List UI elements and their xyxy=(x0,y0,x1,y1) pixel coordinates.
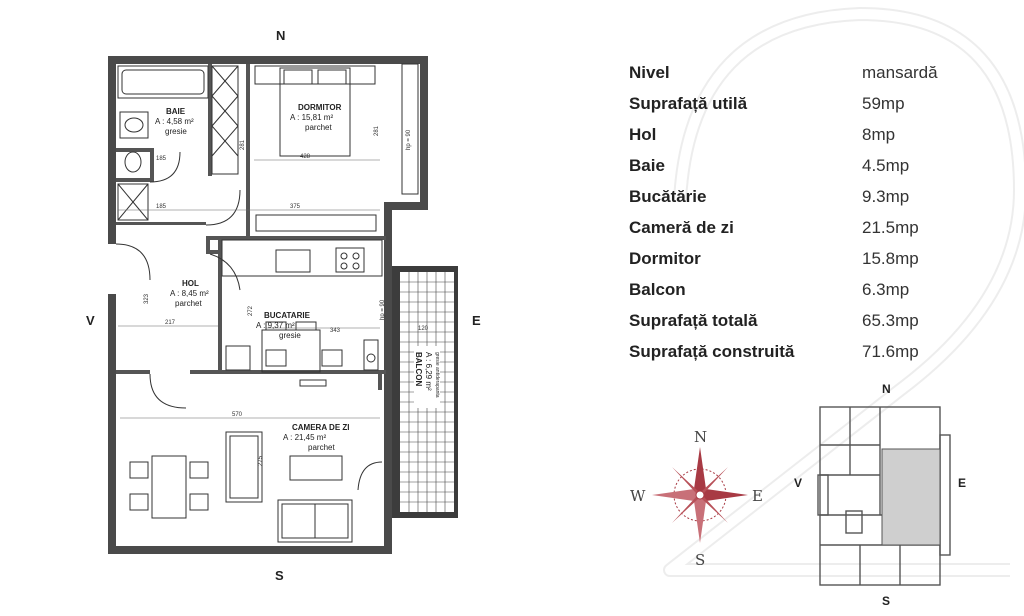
rose-south-label: S xyxy=(695,551,705,569)
spec-value: 6.3mp xyxy=(862,279,910,299)
spec-value: 71.6mp xyxy=(862,341,919,361)
camera-area: A : 21,45 m² xyxy=(283,433,326,442)
bed xyxy=(254,63,419,195)
spec-label: Suprafață construită xyxy=(629,341,795,361)
keyplan-east-label: E xyxy=(958,476,966,490)
interior-walls xyxy=(116,64,386,390)
spec-row-hol: Hol 8mp xyxy=(629,119,938,150)
dim-label: hp = 90 xyxy=(380,299,386,320)
hol-area: A : 8,45 m² xyxy=(170,289,209,298)
key-plan: N S E V xyxy=(794,382,966,608)
compass-rose-icon: N S E W xyxy=(630,428,763,569)
bucatarie-title: BUCATARIE xyxy=(264,311,311,320)
rose-north-label: N xyxy=(694,428,707,446)
dimension-lines xyxy=(118,159,380,419)
plan-north-label: N xyxy=(276,28,285,43)
keyplan-apartment-highlight xyxy=(881,448,941,546)
baie-floor: gresie xyxy=(165,127,187,136)
hol-title: HOL xyxy=(182,279,199,288)
spec-table: Nivel mansardă Suprafață utilă 59mp Hol … xyxy=(629,57,938,367)
dim-label: 120 xyxy=(418,326,429,332)
spec-label: Hol xyxy=(629,124,657,144)
keyplan-north-label: N xyxy=(882,382,891,396)
floor-plan: N S E V xyxy=(86,28,481,583)
spec-label: Balcon xyxy=(629,279,686,299)
camera-title: CAMERA DE ZI xyxy=(292,423,349,432)
hol-floor: parchet xyxy=(175,299,202,308)
plan-west-label: V xyxy=(86,313,95,328)
dim-label: 275 xyxy=(258,455,264,466)
baie-title: BAIE xyxy=(166,107,186,116)
kitchen-fixtures xyxy=(221,239,383,373)
spec-label: Baie xyxy=(629,155,665,175)
balcon-area: A : 6,29 m² xyxy=(424,352,433,391)
baie-area: A : 4,58 m² xyxy=(155,117,194,126)
living-furniture xyxy=(129,379,353,543)
dim-label: 185 xyxy=(156,204,167,210)
dormitor-area: A : 15,81 m² xyxy=(290,113,333,122)
balcony xyxy=(392,266,458,518)
plan-south-label: S xyxy=(275,568,284,583)
spec-label: Nivel xyxy=(629,62,670,82)
dormitor-title: DORMITOR xyxy=(298,103,342,112)
spec-label: Suprafață utilă xyxy=(629,93,748,113)
dim-label: 375 xyxy=(290,204,301,210)
spec-row-camera-de-zi: Cameră de zi 21.5mp xyxy=(629,212,938,243)
spec-row-bucatarie: Bucătărie 9.3mp xyxy=(629,181,938,212)
background-numeral xyxy=(663,7,1024,577)
balcon-title: BALCON xyxy=(414,352,423,386)
spec-row-dormitor: Dormitor 15.8mp xyxy=(629,243,938,274)
spec-row-baie: Baie 4.5mp xyxy=(629,150,938,181)
dim-label: 428 xyxy=(300,154,311,160)
keyplan-west-label: V xyxy=(794,476,802,490)
spec-value: mansardă xyxy=(862,62,938,82)
dim-label: 281 xyxy=(374,125,380,136)
dim-label: 185 xyxy=(156,156,167,162)
spec-value: 65.3mp xyxy=(862,310,919,330)
camera-floor: parchet xyxy=(308,443,335,452)
bathroom-fixtures xyxy=(117,65,209,221)
dim-label: 281 xyxy=(240,139,246,150)
dim-label: 343 xyxy=(330,328,341,334)
dim-label: 217 xyxy=(165,320,176,326)
room-labels: BAIE A : 4,58 m² gresie DORMITOR A : 15,… xyxy=(155,103,440,452)
spec-value: 21.5mp xyxy=(862,217,919,237)
rose-east-label: E xyxy=(752,487,763,505)
dim-label: 570 xyxy=(232,412,243,418)
spec-row-suprafata-construita: Suprafață construită 71.6mp xyxy=(629,336,938,367)
spec-label: Dormitor xyxy=(629,248,701,268)
spec-value: 8mp xyxy=(862,124,896,144)
spec-value: 4.5mp xyxy=(862,155,910,175)
spec-row-nivel: Nivel mansardă xyxy=(629,57,938,88)
dim-label: 272 xyxy=(248,305,254,316)
bucatarie-area: A : 9,37 m² xyxy=(256,321,295,330)
dim-label: hp = 90 xyxy=(406,129,412,150)
spec-value: 59mp xyxy=(862,93,905,113)
spec-value: 15.8mp xyxy=(862,248,919,268)
spec-label: Cameră de zi xyxy=(629,217,734,237)
keyplan-south-label: S xyxy=(882,594,890,608)
spec-row-balcon: Balcon 6.3mp xyxy=(629,274,938,305)
door-swings xyxy=(115,151,383,491)
spec-row-suprafata-totala: Suprafață totală 65.3mp xyxy=(629,305,938,336)
spec-row-suprafata-utila: Suprafață utilă 59mp xyxy=(629,88,938,119)
spec-label: Suprafață totală xyxy=(629,310,758,330)
exterior-walls xyxy=(108,56,428,554)
dormitor-floor: parchet xyxy=(305,123,332,132)
dim-label: 323 xyxy=(144,293,150,304)
plan-east-label: E xyxy=(472,313,481,328)
wardrobe xyxy=(211,65,377,232)
dimension-labels: 185 428 185 375 217 343 570 120 281 281 … xyxy=(144,125,429,466)
bucatarie-floor: gresie xyxy=(279,331,301,340)
spec-label: Bucătărie xyxy=(629,186,707,206)
spec-value: 9.3mp xyxy=(862,186,910,206)
balcon-floor: gresie antiderapanta xyxy=(434,352,440,398)
rose-west-label: W xyxy=(630,487,646,505)
